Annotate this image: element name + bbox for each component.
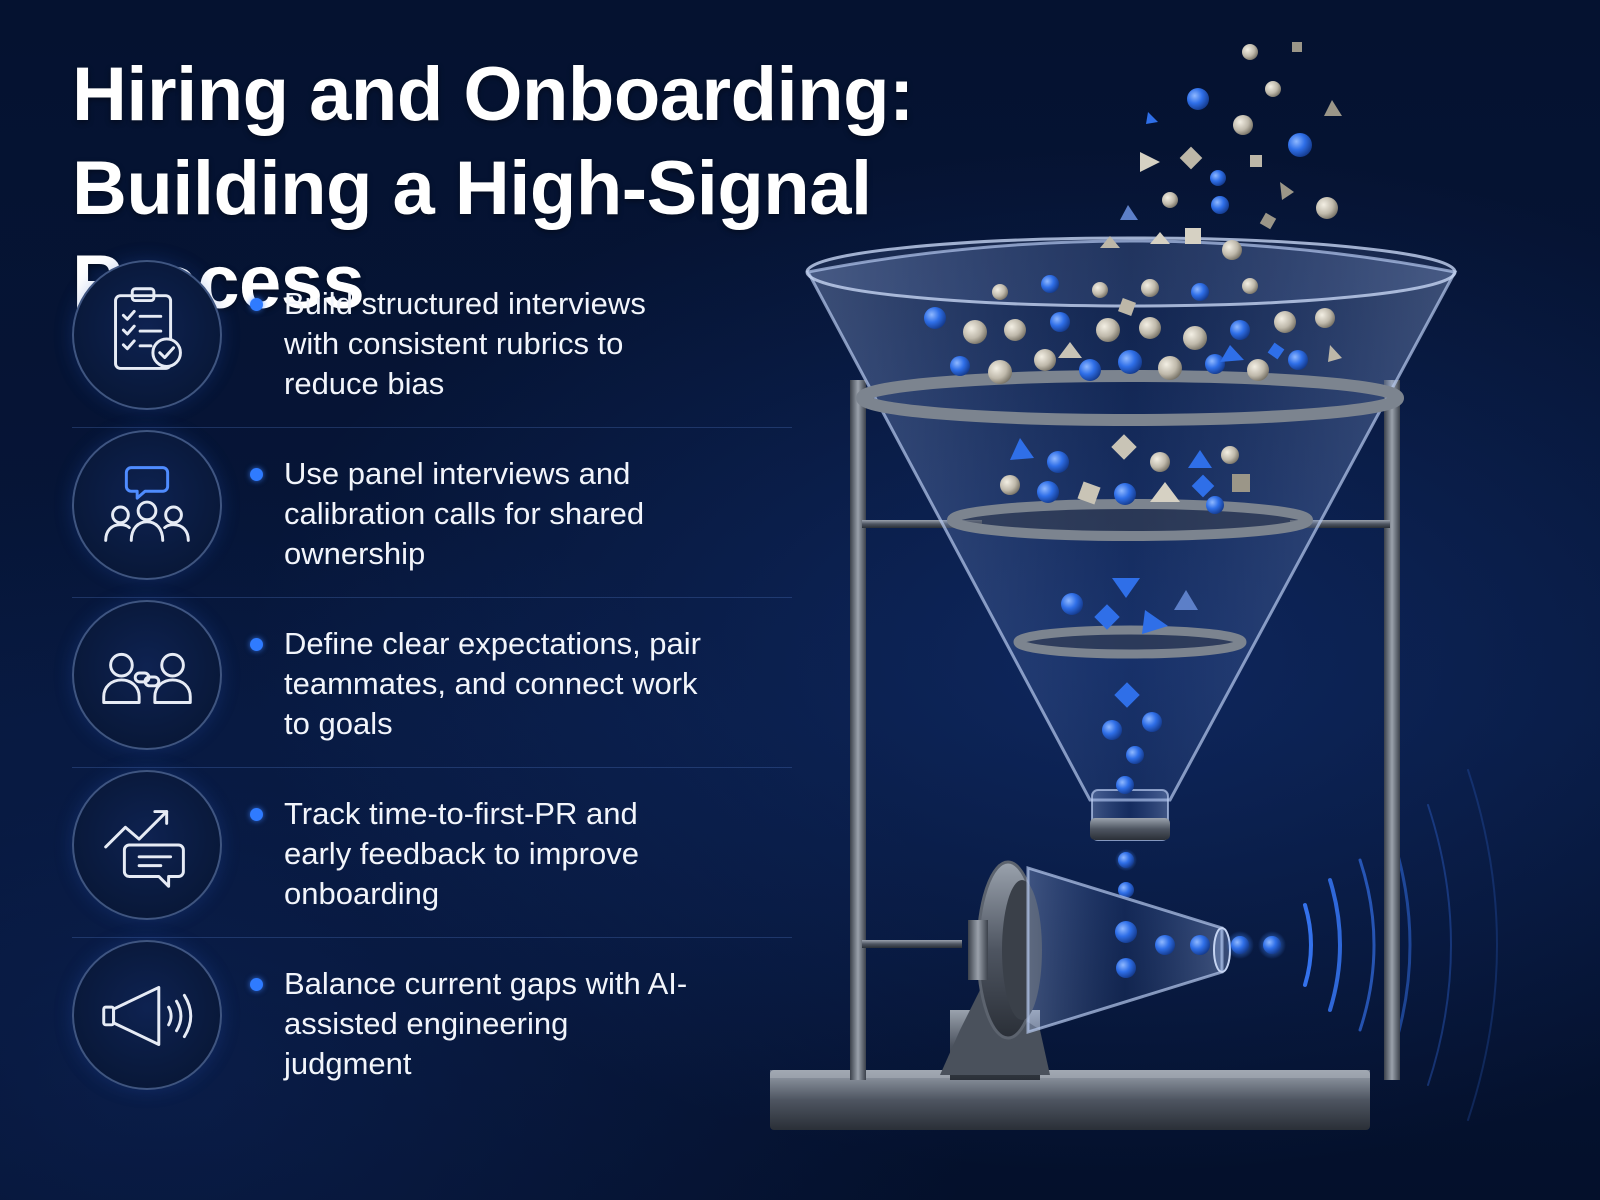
item-text: Define clear expectations, pair teammate… (284, 626, 702, 741)
bullet-dot (250, 808, 263, 821)
team-chat-icon (72, 430, 222, 580)
item-text: Track time-to-first-PR and early feedbac… (284, 796, 639, 911)
particles-signal (1061, 578, 1198, 794)
signal-waves (1303, 769, 1498, 1121)
stand-base (770, 1070, 1370, 1130)
linked-people-icon (72, 600, 222, 750)
particles-filtered (1000, 434, 1250, 514)
bullet-dot (250, 638, 263, 651)
signal-stream (1115, 849, 1137, 898)
item-text: Use panel interviews and calibration cal… (284, 456, 645, 571)
list-item: Balance current gaps with AI-assisted en… (72, 938, 792, 1107)
practice-list: Build structured interviews with consist… (72, 258, 792, 1107)
bullet-dot (250, 468, 263, 481)
particles-incoming (1100, 42, 1342, 260)
item-text: Build structured interviews with consist… (284, 286, 646, 401)
clipboard-checklist-icon (72, 260, 222, 410)
funnel-nozzle (1090, 818, 1170, 840)
trend-feedback-icon (72, 770, 222, 920)
filter-ring-2 (1013, 625, 1247, 659)
megaphone-icon (72, 940, 222, 1090)
list-item: Define clear expectations, pair teammate… (72, 598, 792, 768)
particles-mixed (924, 275, 1342, 384)
funnel-ring-1 (856, 370, 1404, 426)
stand-pole-right (1384, 380, 1400, 1080)
filter-ring-1 (947, 499, 1313, 541)
item-text: Balance current gaps with AI-assisted en… (284, 966, 688, 1081)
page-title: Hiring and Onboarding: Building a High-S… (72, 48, 1152, 330)
list-item: Track time-to-first-PR and early feedbac… (72, 768, 792, 938)
list-item: Use panel interviews and calibration cal… (72, 428, 792, 598)
output-cone (940, 860, 1286, 1080)
funnel-illustration (770, 42, 1498, 1130)
title-line-1: Hiring and Onboarding: (72, 52, 914, 137)
bullet-dot (250, 978, 263, 991)
stand-pole-left (850, 380, 866, 1080)
list-item: Build structured interviews with consist… (72, 258, 792, 428)
bullet-dot (250, 298, 263, 311)
funnel-rim (805, 236, 1457, 308)
